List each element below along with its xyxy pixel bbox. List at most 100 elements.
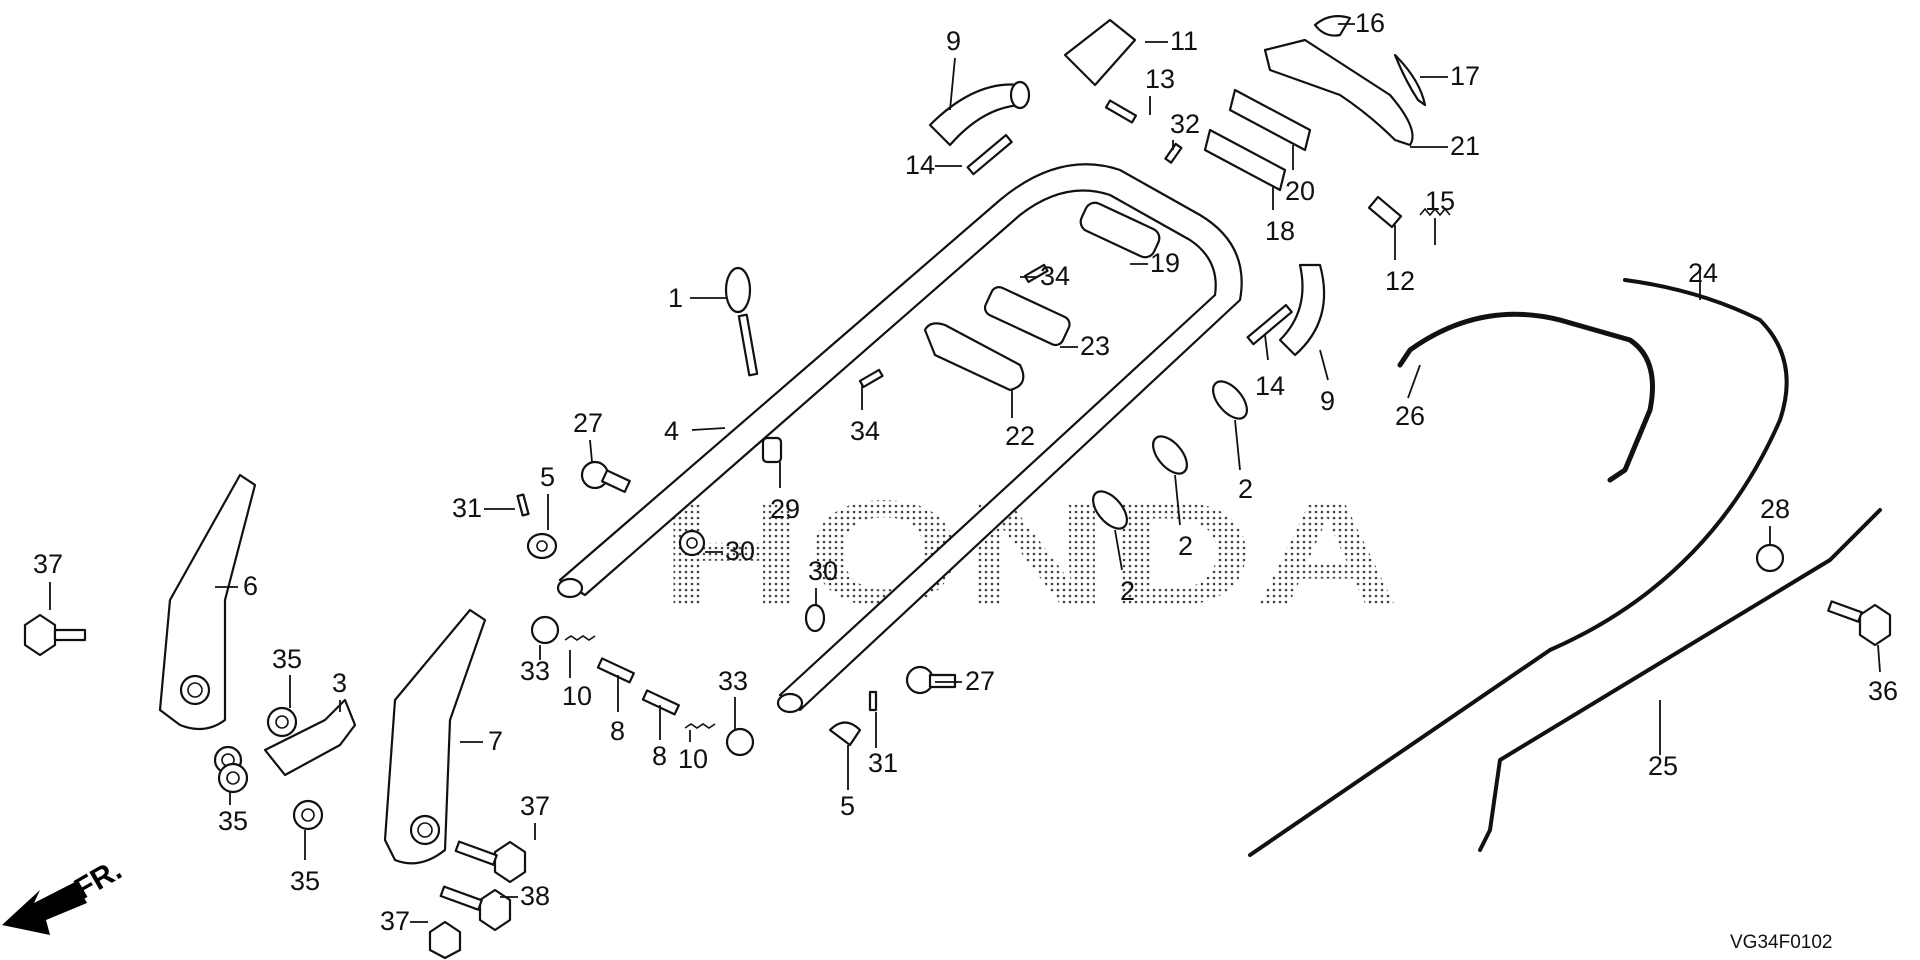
lever-cover-11[interactable] [1063,18,1137,87]
control-rod-26[interactable] [1397,311,1655,483]
bolt-27-b[interactable] [905,665,957,695]
callout-nut[interactable]: 35 [218,806,248,836]
handle-pipe[interactable] [556,163,1243,714]
pin-32[interactable] [1164,142,1183,164]
callout-washer[interactable]: 30 [808,556,838,586]
callout-bolt[interactable]: 38 [520,881,550,911]
callout-adjuster[interactable]: 12 [1385,266,1415,296]
spring-10-b[interactable] [684,723,716,729]
callout-spring[interactable]: 10 [562,681,592,711]
callout-pin[interactable]: 31 [452,493,482,523]
callout-pin[interactable]: 8 [610,716,625,746]
spring-10-a[interactable] [564,635,596,641]
knob-2-b[interactable] [1147,430,1194,479]
handle-bracket-right[interactable] [383,608,487,865]
callout-bolt[interactable]: 36 [1868,676,1898,706]
bolt-37-b[interactable] [454,840,527,884]
callout-bolt[interactable]: 37 [520,791,550,821]
callout-pin[interactable]: 8 [652,741,667,771]
nut-35-1[interactable] [266,706,298,738]
callout-holder[interactable]: 23 [1080,331,1110,361]
knob-2-c[interactable] [1087,485,1134,534]
callout-control-lever[interactable]: 21 [1450,131,1480,161]
bolt-37-c[interactable] [428,920,462,960]
cover-22[interactable] [923,322,1025,392]
callout-control-cable[interactable]: 25 [1648,751,1678,781]
callout-spring[interactable]: 10 [678,744,708,774]
callout-bolt[interactable]: 37 [33,549,63,579]
callout-control-rod[interactable]: 26 [1395,401,1425,431]
pin-31-a[interactable] [516,493,530,517]
callout-collar-left[interactable]: 5 [540,462,555,492]
callout-bracket[interactable]: 3 [332,668,347,698]
sleeve-14-left[interactable] [966,134,1013,176]
sleeve-14-right[interactable] [1246,304,1293,346]
callout-bolt[interactable]: 37 [380,906,410,936]
callout-bolt[interactable]: 27 [965,666,995,696]
callout-handle-bracket-right[interactable]: 7 [488,726,503,756]
washer-30-b[interactable] [804,603,826,633]
holder-23[interactable] [982,285,1072,348]
callout-handle-knob[interactable]: 2 [1178,531,1193,561]
callout-grip-sleeve-right[interactable]: 14 [1255,371,1285,401]
cap-16[interactable] [1313,15,1352,37]
callout-collar-right[interactable]: 5 [840,791,855,821]
collar-5-b[interactable] [828,721,862,747]
callout-pin[interactable]: 31 [868,748,898,778]
callout-throttle-cable[interactable]: 24 [1688,258,1718,288]
holder-19[interactable] [1077,200,1162,261]
callout-nut[interactable]: 28 [1760,494,1790,524]
bolt-37-left[interactable] [23,613,87,657]
callout-nut[interactable]: 35 [290,866,320,896]
callout-spring[interactable]: 15 [1425,186,1455,216]
grip-9-left[interactable] [928,80,1031,147]
callout-plate[interactable]: 17 [1450,61,1480,91]
lever-holder-18[interactable] [1203,128,1287,192]
callout-cover[interactable]: 22 [1005,421,1035,451]
spring-15[interactable] [1419,207,1451,217]
callout-handle-knob[interactable]: 2 [1120,576,1135,606]
throttle-cable-24[interactable] [1248,278,1789,857]
bolt-36[interactable] [1827,600,1892,647]
callout-screw[interactable]: 13 [1145,64,1175,94]
screw-34-b[interactable] [858,368,884,389]
callout-grip-left[interactable]: 9 [946,26,961,56]
callout-lever-base[interactable]: 20 [1285,176,1315,206]
callout-screw[interactable]: 34 [1040,261,1070,291]
callout-handle-bracket-left[interactable]: 6 [243,571,258,601]
eye-bolt-1[interactable] [724,266,759,377]
callout-washer[interactable]: 30 [725,536,755,566]
nut-29[interactable] [761,436,783,464]
pin-31-b[interactable] [868,690,878,712]
nut-35-3[interactable] [217,762,249,794]
collar-33-b[interactable] [725,727,755,757]
callout-screw[interactable]: 34 [850,416,880,446]
washer-30-a[interactable] [678,529,706,557]
callout-lever-cover[interactable]: 11 [1170,26,1198,56]
callout-pin[interactable]: 32 [1170,109,1200,139]
callout-eye-bolt[interactable]: 1 [668,283,683,313]
callout-lever-holder[interactable]: 18 [1265,216,1295,246]
adjuster-12[interactable] [1367,195,1403,229]
callout-collar[interactable]: 33 [520,656,550,686]
pin-8-a[interactable] [596,657,635,684]
nut-35-4[interactable] [292,799,324,831]
callout-grip-sleeve-left[interactable]: 14 [905,150,935,180]
collar-5-a[interactable] [526,532,558,560]
callout-bolt[interactable]: 27 [573,408,603,438]
grip-9-right[interactable] [1278,263,1326,357]
link-bracket[interactable] [263,698,357,777]
nut-28[interactable] [1755,543,1785,573]
control-cable-25[interactable] [1478,508,1882,852]
plate-17[interactable] [1393,53,1427,107]
callout-collar[interactable]: 33 [718,666,748,696]
pin-8-b[interactable] [641,689,680,716]
callout-nut[interactable]: 29 [770,494,800,524]
knob-2-a[interactable] [1207,375,1254,424]
bolt-38[interactable] [439,885,512,932]
callout-handle-knob[interactable]: 2 [1238,474,1253,504]
lever-base-20[interactable] [1228,88,1312,152]
callout-handle-pipe[interactable]: 4 [664,416,679,446]
handle-bracket-left[interactable] [158,473,257,731]
callout-grip-right[interactable]: 9 [1320,386,1335,416]
